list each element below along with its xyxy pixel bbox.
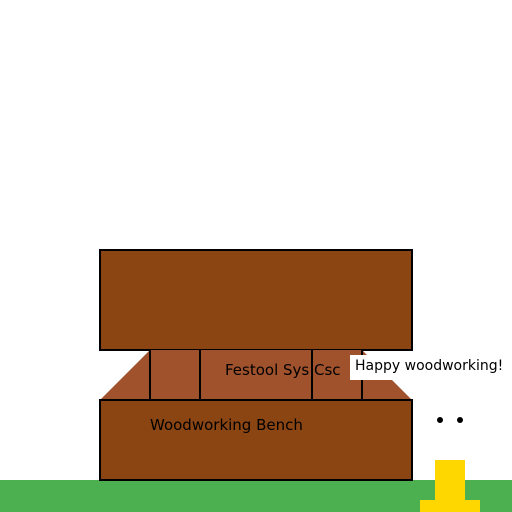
bench-base: [99, 399, 413, 481]
bench-label: Woodworking Bench: [150, 416, 303, 434]
bench-middle: [100, 350, 412, 400]
figure-eye-right: [457, 417, 463, 423]
speech-bubble: [350, 355, 505, 380]
figure-eye-left: [437, 417, 443, 423]
speech-text: Happy woodworking!: [355, 358, 503, 374]
figure-feet: [420, 500, 480, 512]
tool-label: Festool Sys Csc: [225, 361, 341, 379]
bench-top: [99, 249, 413, 351]
figure-icon: [420, 417, 480, 512]
figure-body: [435, 460, 465, 500]
